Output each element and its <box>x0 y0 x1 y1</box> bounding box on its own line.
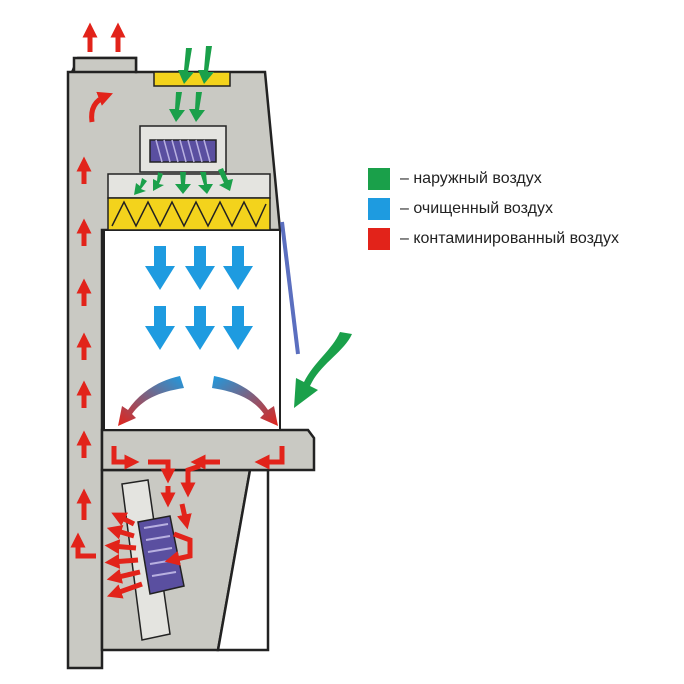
legend-item-outside-air: – наружный воздух <box>368 164 668 194</box>
outside-air-arrows <box>134 46 352 408</box>
contaminated-air-arrows <box>70 22 285 599</box>
front-sash <box>280 221 300 355</box>
fan-housing-top <box>139 125 227 173</box>
blue-square-icon <box>368 198 390 220</box>
fan-unit-bottom <box>121 479 185 641</box>
legend-item-clean-air: – очищенный воздух <box>368 194 668 224</box>
green-square-icon <box>368 168 390 190</box>
legend-item-contaminated-air: – контаминированный воздух <box>368 224 668 254</box>
legend-label: – очищенный воздух <box>400 200 553 217</box>
legend-label: – контаминированный воздух <box>400 230 619 247</box>
legend-label: – наружный воздух <box>400 170 542 187</box>
hepa-supply-filter <box>107 173 271 231</box>
red-square-icon <box>368 228 390 250</box>
clean-air-arrows <box>118 246 278 426</box>
legend: – наружный воздух – очищенный воздух – к… <box>368 164 668 254</box>
